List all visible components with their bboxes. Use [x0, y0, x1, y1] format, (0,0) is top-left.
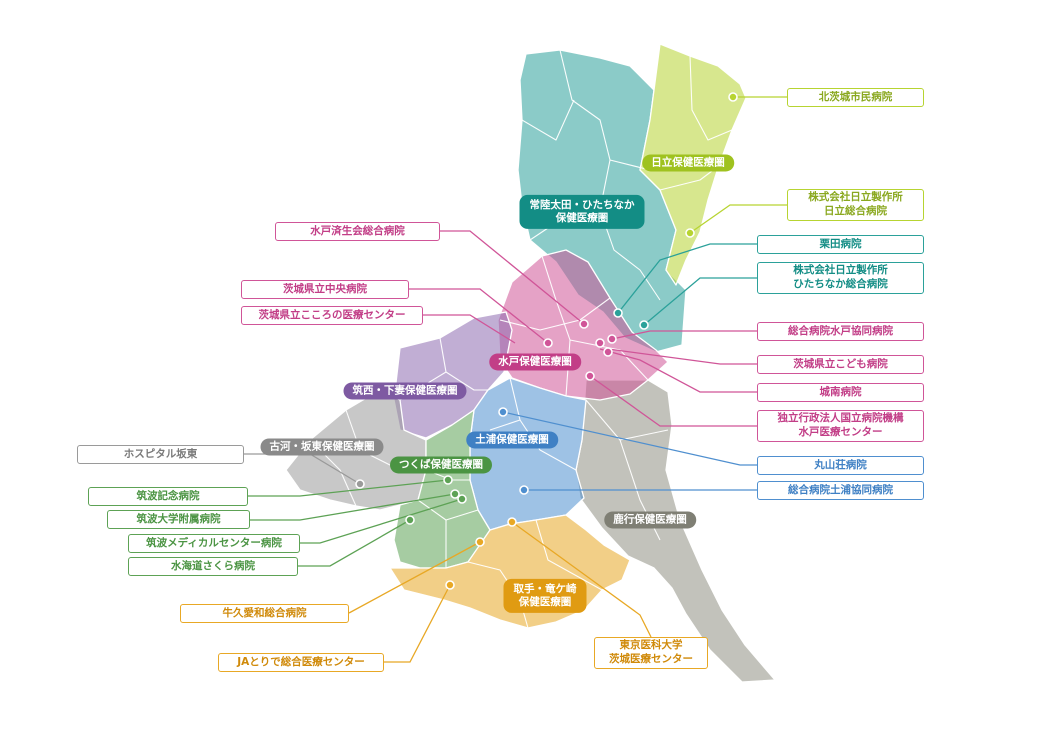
zone-label-hitachi[interactable]: 日立保健医療圏 [642, 154, 734, 172]
dot-central [543, 338, 553, 348]
dot-tsukuba-memorial [443, 475, 453, 485]
zone-label-kashima[interactable]: 鹿行保健医療圏 [604, 511, 696, 529]
dot-jonan [595, 338, 605, 348]
dot-ushiku [475, 537, 485, 547]
hospital-label-kodomo[interactable]: 茨城県立こども病院 [757, 355, 924, 374]
zone-label-toride[interactable]: 取手・竜ケ崎 保健医療圏 [503, 578, 587, 614]
zone-label-koga[interactable]: 古河・坂東保健医療圏 [260, 438, 384, 456]
hospital-label-kitaibaraki[interactable]: 北茨城市民病院 [787, 88, 924, 107]
hospital-dots [355, 92, 738, 590]
hospital-label-hitachinaka-general[interactable]: 株式会社日立製作所 ひたちなか総合病院 [757, 262, 924, 294]
dot-tsukuba-univ [450, 489, 460, 499]
hospital-label-mito-medical-line2: 水戸医療センター [798, 426, 883, 438]
hospital-label-tsukuba-medical[interactable]: 筑波メディカルセンター病院 [128, 534, 300, 553]
hospital-label-tokyo-med[interactable]: 東京医科大学 茨城医療センター [594, 637, 708, 669]
hospital-label-ja-toride[interactable]: JAとりで総合医療センター [218, 653, 384, 672]
dot-saiseikai [579, 319, 589, 329]
dot-kurita [613, 308, 623, 318]
hospital-label-hitachi-general-line2: 日立総合病院 [824, 205, 887, 217]
hospital-label-tsuchiura-kyodo[interactable]: 総合病院土浦協同病院 [757, 481, 924, 500]
hospital-label-hitachi-general[interactable]: 株式会社日立製作所 日立総合病院 [787, 189, 924, 221]
hospital-label-mitokaido[interactable]: 水海道さくら病院 [128, 557, 298, 576]
dot-marusanso [498, 407, 508, 417]
hospital-label-mito-kyodo[interactable]: 総合病院水戸協同病院 [757, 322, 924, 341]
hospital-label-central[interactable]: 茨城県立中央病院 [241, 280, 409, 299]
dot-tsuchiura-kyodo [519, 485, 529, 495]
dot-tsukuba-medical [457, 494, 467, 504]
region-tsuchiura[interactable] [469, 377, 587, 531]
zone-label-tsuchiura[interactable]: 土浦保健医療圏 [466, 431, 558, 449]
hospital-label-hospital-bando[interactable]: ホスピタル坂東 [77, 445, 244, 464]
hospital-label-marusanso[interactable]: 丸山荘病院 [757, 456, 924, 475]
hospital-label-hitachi-general-line1: 株式会社日立製作所 [808, 191, 903, 204]
dot-hospital-bando [355, 479, 365, 489]
hospital-label-kurita[interactable]: 栗田病院 [757, 235, 924, 254]
hospital-label-hitachinaka-general-line1: 株式会社日立製作所 [793, 264, 888, 277]
hospital-label-tokyo-med-line1: 東京医科大学 [619, 639, 683, 652]
hospital-label-tsukuba-univ[interactable]: 筑波大学附属病院 [107, 510, 250, 529]
hospital-label-saiseikai[interactable]: 水戸済生会総合病院 [275, 222, 440, 241]
zone-label-toride-line2: 保健医療圏 [518, 596, 572, 608]
dot-kodomo [603, 347, 613, 357]
hospital-label-tsukuba-memorial[interactable]: 筑波記念病院 [88, 487, 248, 506]
zone-label-hitachiota-line2: 保健医療圏 [555, 212, 609, 224]
dot-hitachinaka-general [639, 320, 649, 330]
dot-kitaibaraki [728, 92, 738, 102]
hospital-label-ushiku[interactable]: 牛久愛和総合病院 [180, 604, 349, 623]
hospital-label-mito-medical-line1: 独立行政法人国立病院機構 [777, 412, 904, 425]
hospital-label-tokyo-med-line2: 茨城医療センター [609, 653, 693, 665]
zone-label-toride-line1: 取手・竜ケ崎 [513, 582, 577, 595]
dot-mito-kyodo [607, 334, 617, 344]
dot-tokyo-med [507, 517, 517, 527]
zone-label-mito[interactable]: 水戸保健医療圏 [489, 353, 581, 371]
hospital-label-kokoro[interactable]: 茨城県立こころの医療センター [241, 306, 423, 325]
hospital-label-jonan[interactable]: 城南病院 [757, 383, 924, 402]
hospital-label-hitachinaka-general-line2: ひたちなか総合病院 [793, 278, 888, 290]
leader-lines [244, 96, 787, 663]
region-kashima[interactable] [575, 379, 776, 683]
zone-label-hitachiota[interactable]: 常陸太田・ひたちなか 保健医療圏 [519, 194, 645, 230]
zone-label-chikusei[interactable]: 筑西・下妻保健医療圏 [343, 382, 467, 400]
zone-label-tsukuba[interactable]: つくば保健医療圏 [390, 456, 492, 474]
zone-label-hitachiota-line1: 常陸太田・ひたちなか [529, 198, 635, 211]
dot-mito-medical [585, 371, 595, 381]
dot-hitachi-general [685, 228, 695, 238]
dot-ja-toride [445, 580, 455, 590]
hospital-label-mito-medical[interactable]: 独立行政法人国立病院機構 水戸医療センター [757, 410, 924, 442]
dot-mitokaido [405, 515, 415, 525]
